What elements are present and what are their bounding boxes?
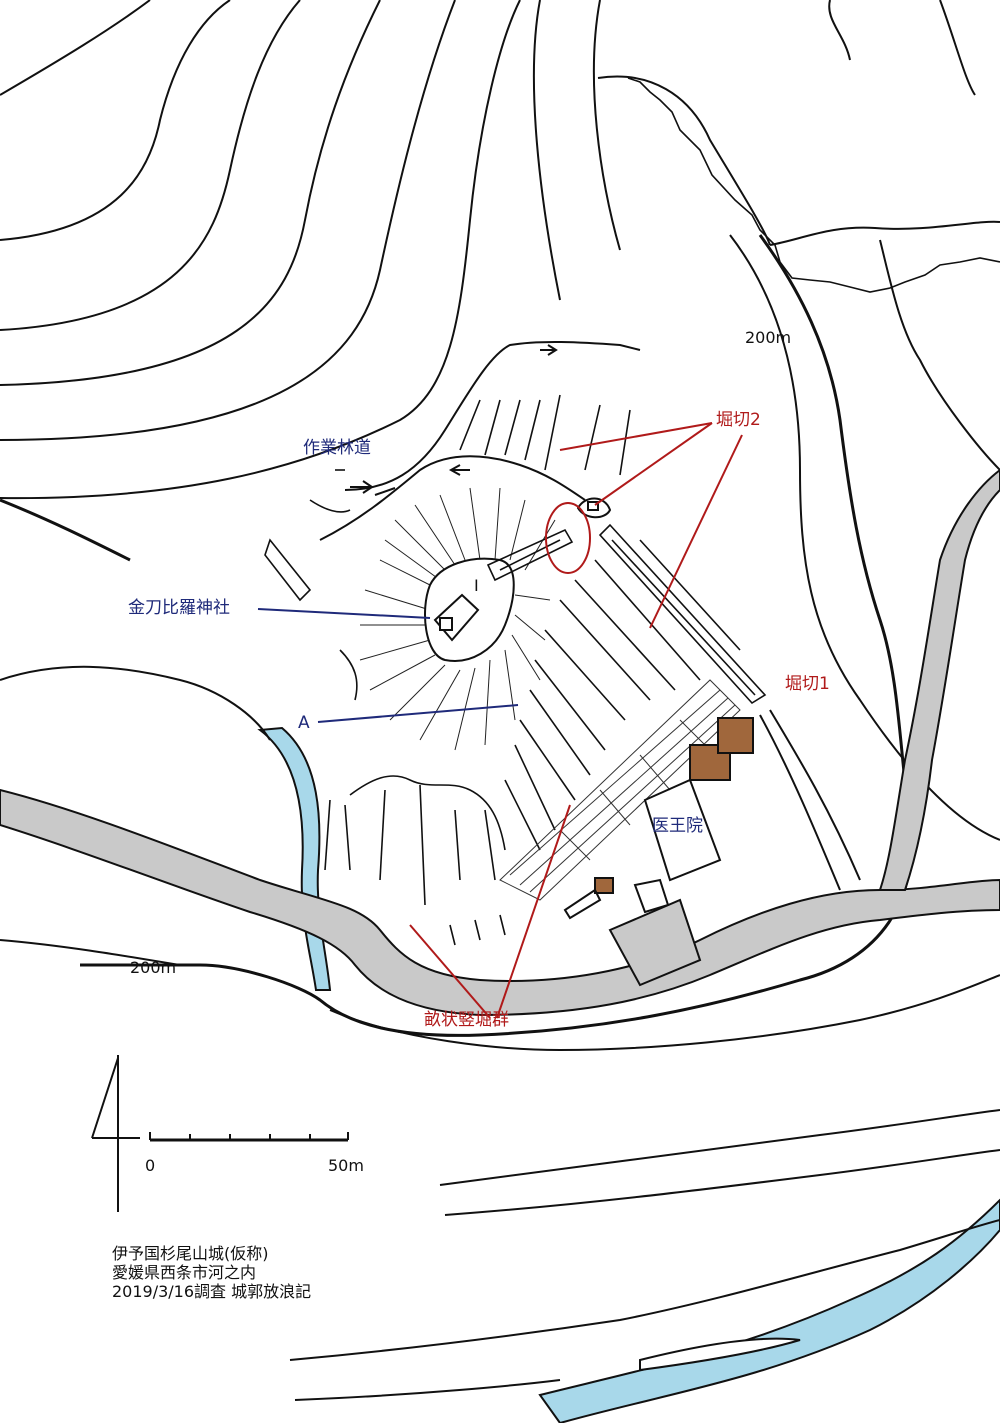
- label-contour-200m-top: 200m: [745, 328, 792, 347]
- south-slopes: [324, 775, 506, 946]
- credit-survey-date: 2019/3/16調査 城郭放浪記: [112, 1282, 312, 1301]
- blue-leaders: [257, 608, 519, 723]
- contour-lines: [0, 0, 976, 500]
- label-temple: 医王院: [652, 816, 703, 836]
- label-shrine: 金刀比羅神社: [128, 598, 230, 618]
- label-trench-2: 堀切2: [716, 410, 761, 430]
- red-leaders: [409, 422, 743, 1019]
- roads: [0, 468, 1000, 1017]
- label-trench-group: 畝状竪堀群: [424, 1010, 509, 1030]
- scale-start-label: 0: [145, 1156, 156, 1175]
- stream-line: [627, 77, 1000, 293]
- cross-hatch-area: [499, 679, 741, 901]
- ridge-trench: [486, 523, 767, 705]
- contour-lines-right: [597, 75, 1000, 841]
- lower-contours: [0, 665, 1000, 1401]
- label-point-a: A: [298, 713, 310, 733]
- tower-site: [576, 497, 612, 519]
- label-enclosure-1: I: [474, 576, 479, 595]
- label-trench-1: 堀切1: [785, 674, 830, 694]
- forest-road: [319, 340, 641, 541]
- scale-end-label: 50m: [328, 1156, 364, 1175]
- shrine-building: [433, 593, 480, 642]
- north-arrow: [91, 1055, 140, 1212]
- credit-block: 伊予国杉尾山城(仮称) 愛媛県西条市河之内 2019/3/16調査 城郭放浪記: [112, 1244, 311, 1301]
- contour-200m: [0, 234, 913, 1037]
- west-cliffs: [264, 469, 358, 701]
- temple-buildings: [563, 717, 754, 920]
- label-contour-200m-bottom: 200m: [130, 958, 177, 977]
- scale-bar: [149, 1132, 349, 1142]
- vertical-trenches: [459, 394, 741, 851]
- east-ridge: [759, 709, 861, 891]
- main-enclosure-slopes: [359, 487, 556, 751]
- credit-castle-name: 伊予国杉尾山城(仮称): [112, 1244, 269, 1263]
- credit-location: 愛媛県西条市河之内: [112, 1263, 257, 1282]
- label-forest-road: 作業林道: [303, 438, 371, 458]
